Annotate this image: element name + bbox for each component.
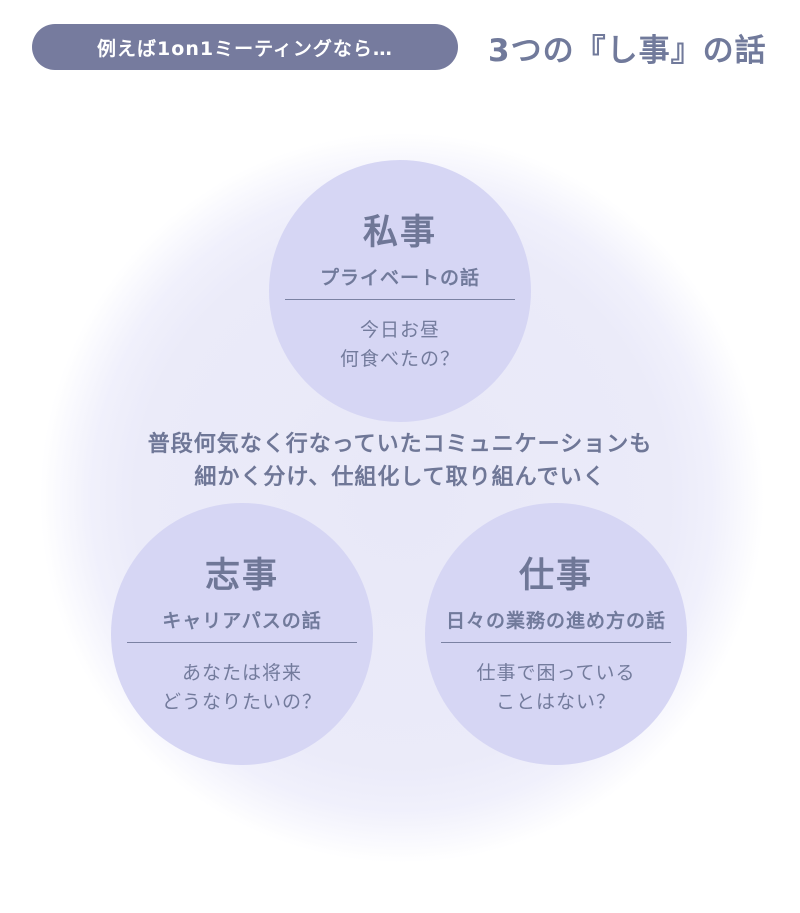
circle-divider xyxy=(285,299,515,300)
center-message: 普段何気なく行なっていたコミュニケーションも 細かく分け、仕組化して取り組んでい… xyxy=(100,428,700,494)
circle-heading: 志事 xyxy=(204,556,279,596)
circle-career: 志事 キャリアパスの話 あなたは将来 どうなりたいの？ xyxy=(111,503,373,765)
circle-subtitle: キャリアパスの話 xyxy=(162,610,322,632)
center-message-line: 細かく分け、仕組化して取り組んでいく xyxy=(194,465,606,490)
circle-question-line: どうなりたいの？ xyxy=(161,691,322,713)
circle-subtitle: 日々の業務の進め方の話 xyxy=(445,610,666,632)
circle-question: 仕事で困っている ことはない？ xyxy=(425,659,687,717)
circle-question-line: 今日お昼 xyxy=(359,319,440,341)
circle-heading: 仕事 xyxy=(518,556,593,596)
center-message-line: 普段何気なく行なっていたコミュニケーションも xyxy=(147,432,653,457)
page-title: 3つの『し事』の話 xyxy=(488,32,767,69)
circle-question-line: 何食べたの？ xyxy=(339,348,460,370)
circle-question: 今日お昼 何食べたの？ xyxy=(269,316,531,374)
circle-question: あなたは将来 どうなりたいの？ xyxy=(111,659,373,717)
circle-question-line: ことはない？ xyxy=(495,691,616,713)
circle-subtitle: プライベートの話 xyxy=(319,267,480,289)
circle-divider xyxy=(441,642,671,643)
circle-question-line: 仕事で困っている xyxy=(476,662,636,684)
circle-question-line: あなたは将来 xyxy=(181,662,302,684)
circle-work: 仕事 日々の業務の進め方の話 仕事で困っている ことはない？ xyxy=(425,503,687,765)
circle-private: 私事 プライベートの話 今日お昼 何食べたの？ xyxy=(269,160,531,422)
example-pill-label: 例えば1on1ミーティングなら… xyxy=(32,24,458,70)
circle-heading: 私事 xyxy=(362,213,437,253)
circle-divider xyxy=(127,642,357,643)
